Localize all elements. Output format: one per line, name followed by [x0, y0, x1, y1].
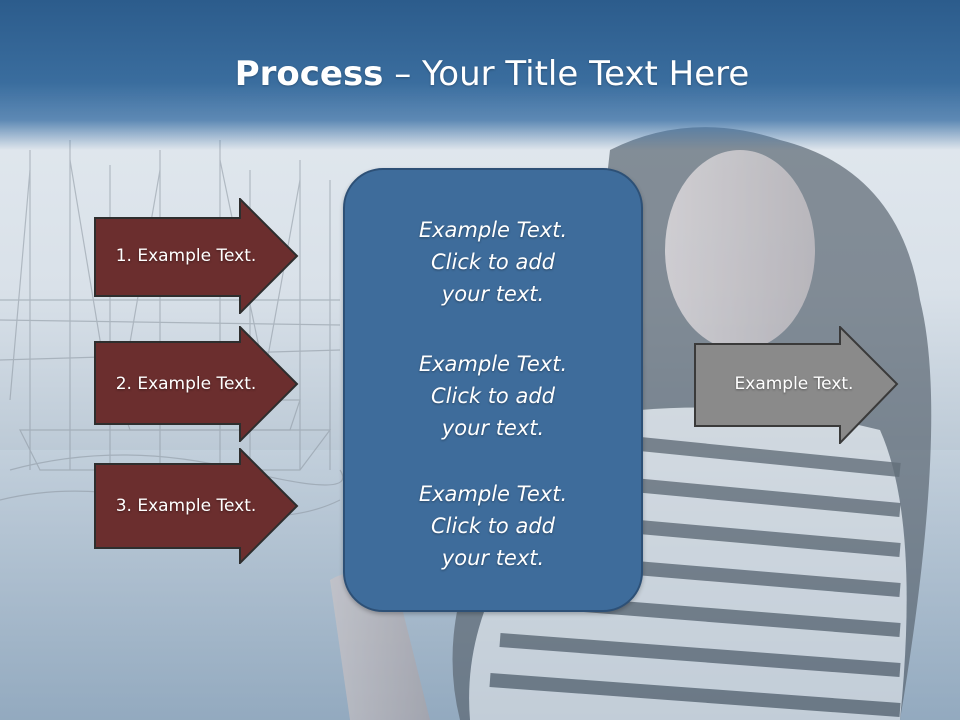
right-arrow-shape [94, 326, 299, 442]
center-block-1-line-1: Example Text. [418, 218, 568, 242]
center-block-2-line-2: Click to add [430, 384, 555, 408]
center-block-3-line-3: your text. [441, 546, 545, 570]
step-label-1: 1. Example Text. [115, 246, 257, 266]
center-block-3-line-1: Example Text. [418, 482, 568, 506]
step-label-2: 2. Example Text. [115, 374, 257, 394]
step-arrow-1[interactable]: 1. Example Text. [94, 198, 300, 314]
slide-title: Process – Your Title Text Here [0, 50, 960, 98]
right-arrow-shape [94, 448, 299, 564]
center-block-3-line-2: Click to add [430, 514, 555, 538]
right-arrow-shape [94, 198, 299, 314]
center-block-1-line-2: Click to add [430, 250, 555, 274]
step-label-3: 3. Example Text. [115, 496, 257, 516]
center-text-box[interactable]: Example Text. Click to add your text. Ex… [343, 168, 643, 612]
result-arrow-label: Example Text. [734, 374, 854, 394]
title-rest: – Your Title Text Here [383, 54, 750, 94]
center-block-2-line-3: your text. [441, 416, 545, 440]
center-block-2-line-1: Example Text. [418, 352, 568, 376]
title-band [0, 0, 960, 150]
right-arrow-shape [694, 326, 899, 444]
result-arrow[interactable]: Example Text. [694, 326, 900, 444]
step-arrow-2[interactable]: 2. Example Text. [94, 326, 300, 442]
center-block-1-line-3: your text. [441, 282, 545, 306]
center-block-3: Example Text. Click to add your text. [345, 478, 641, 574]
step-arrow-3[interactable]: 3. Example Text. [94, 448, 300, 564]
center-block-2: Example Text. Click to add your text. [345, 348, 641, 444]
center-block-1: Example Text. Click to add your text. [345, 214, 641, 310]
title-bold: Process [234, 54, 384, 94]
